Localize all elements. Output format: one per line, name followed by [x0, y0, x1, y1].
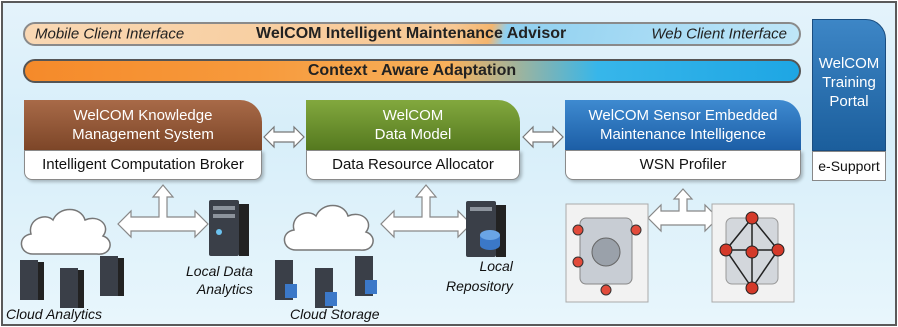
- advisor-title: WelCOM Intelligent Maintenance Advisor: [256, 25, 567, 42]
- module-title-line: Maintenance Intelligence: [600, 126, 766, 143]
- module-title-line: Management System: [72, 126, 214, 143]
- e-support-box: e-Support: [812, 151, 886, 181]
- sensor-network-image: [711, 203, 795, 303]
- three-way-arrow-icon: [380, 184, 472, 239]
- cloud-icon: [283, 204, 374, 251]
- server-cluster-icon: [20, 256, 124, 308]
- context-aware-title: Context - Aware Adaptation: [307, 62, 517, 79]
- local-data-analytics-label: Local Data Analytics: [186, 263, 253, 297]
- server-icon: [209, 200, 249, 256]
- machine-sensors-image: [565, 203, 649, 303]
- cloud-analytics-label: Cloud Analytics: [6, 306, 102, 322]
- three-way-arrow-icon: [647, 188, 719, 233]
- portal-line: Training: [822, 74, 876, 91]
- resource-allocator-box: Data Resource Allocator: [306, 150, 520, 180]
- module-title-line: WelCOM: [382, 107, 444, 124]
- sensor-intelligence-box: WelCOM Sensor Embedded Maintenance Intel…: [565, 100, 801, 150]
- context-banner: Context - Aware Adaptation: [23, 59, 801, 83]
- storage-cluster-icon: [275, 256, 377, 308]
- knowledge-management-box: WelCOM Knowledge Management System: [24, 100, 262, 150]
- double-arrow-icon: [263, 125, 305, 149]
- portal-line: Portal: [829, 93, 869, 110]
- module-title-line: WelCOM Sensor Embedded: [588, 107, 778, 124]
- computation-broker-box: Intelligent Computation Broker: [24, 150, 262, 180]
- module-title-line: Data Model: [374, 126, 452, 143]
- double-arrow-icon: [522, 125, 564, 149]
- wsn-profiler-box: WSN Profiler: [565, 150, 801, 180]
- mobile-client-label: Mobile Client Interface: [35, 25, 185, 43]
- advisor-banner: Mobile Client Interface WelCOM Intellige…: [23, 22, 801, 46]
- local-repository-label: Local Repository: [446, 258, 513, 294]
- web-client-label: Web Client Interface: [651, 25, 787, 43]
- server-icon: [466, 201, 506, 257]
- cloud-icon: [20, 208, 111, 255]
- module-title-line: WelCOM Knowledge: [73, 107, 213, 124]
- portal-line: WelCOM: [818, 55, 880, 72]
- three-way-arrow-icon: [117, 184, 209, 239]
- training-portal-box: WelCOM Training Portal: [812, 19, 886, 151]
- data-model-box: WelCOM Data Model: [306, 100, 520, 150]
- cloud-storage-label: Cloud Storage: [290, 306, 380, 322]
